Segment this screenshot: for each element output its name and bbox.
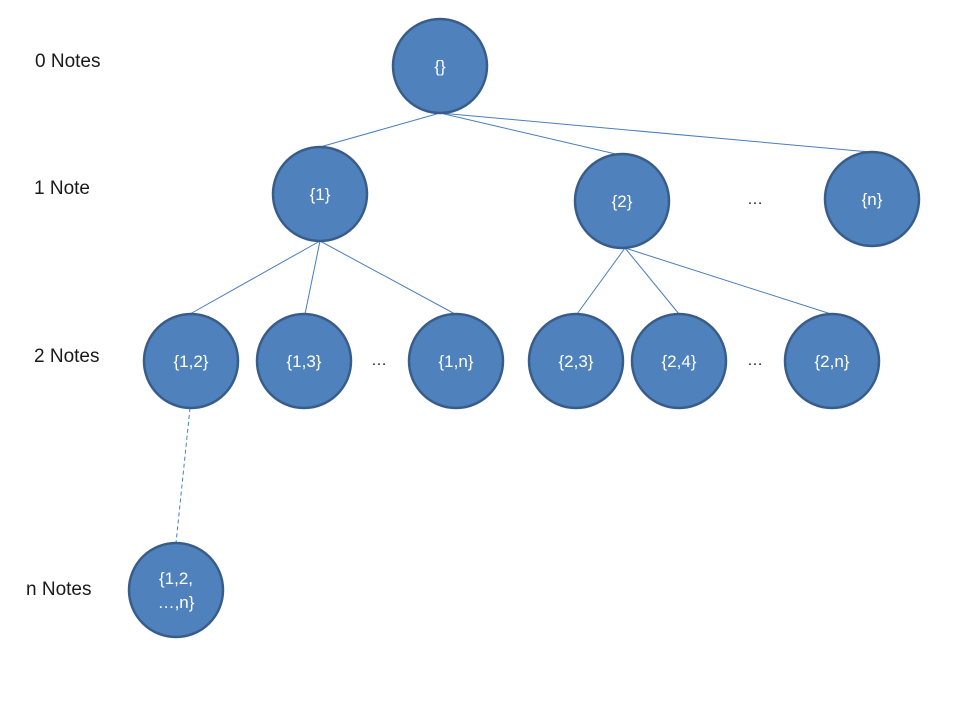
level-label-1: 1 Note [34, 178, 90, 199]
node-1-3-label: {1,3} [287, 352, 322, 371]
node-1: {1} [271, 145, 369, 243]
level-label-n: n Notes [26, 579, 91, 600]
node-2: {2} [573, 152, 671, 250]
node-2-label: {2} [612, 192, 633, 211]
node-n: {n} [823, 150, 921, 248]
node-1-2-n-label-line1: {1,2, [159, 569, 193, 588]
edges [175, 112, 871, 544]
level-labels: 0 Notes 1 Note 2 Notes n Notes [26, 51, 100, 600]
ellipsis-level-2-left: … [371, 352, 387, 369]
level-label-0: 0 Notes [35, 51, 100, 72]
node-2-n: {2,n} [783, 312, 881, 410]
node-1-n: {1,n} [407, 312, 505, 410]
edge-1-12 [189, 240, 321, 315]
node-n-label: {n} [862, 190, 883, 209]
node-1-label: {1} [310, 185, 331, 204]
edge-root-n [439, 112, 871, 153]
edge-1-1n [319, 240, 456, 315]
node-2-4-label: {2,4} [662, 352, 697, 371]
edge-12-12n-dashed [175, 407, 191, 544]
edge-root-1 [319, 112, 441, 148]
edge-2-24 [624, 247, 680, 315]
node-root: {} [391, 17, 489, 115]
edge-2-2n [624, 247, 832, 315]
level-label-2: 2 Notes [34, 346, 99, 367]
node-1-2: {1,2} [142, 312, 240, 410]
node-1-2-label: {1,2} [174, 352, 209, 371]
ellipsis-level-1: … [747, 191, 763, 208]
node-1-3: {1,3} [255, 312, 353, 410]
node-2-3-label: {2,3} [559, 352, 594, 371]
node-1-2-n: {1,2, …,n} [127, 541, 225, 639]
node-2-3: {2,3} [527, 312, 625, 410]
node-2-n-label: {2,n} [815, 352, 850, 371]
ellipsis-level-2-right: … [747, 352, 763, 369]
node-1-2-n-label-line2: …,n} [158, 593, 195, 612]
node-1-n-label: {1,n} [439, 352, 474, 371]
edge-1-13 [304, 240, 321, 315]
node-2-4: {2,4} [630, 312, 728, 410]
edge-root-2 [439, 112, 621, 156]
node-root-label: {} [434, 57, 446, 76]
edge-2-23 [576, 247, 626, 315]
